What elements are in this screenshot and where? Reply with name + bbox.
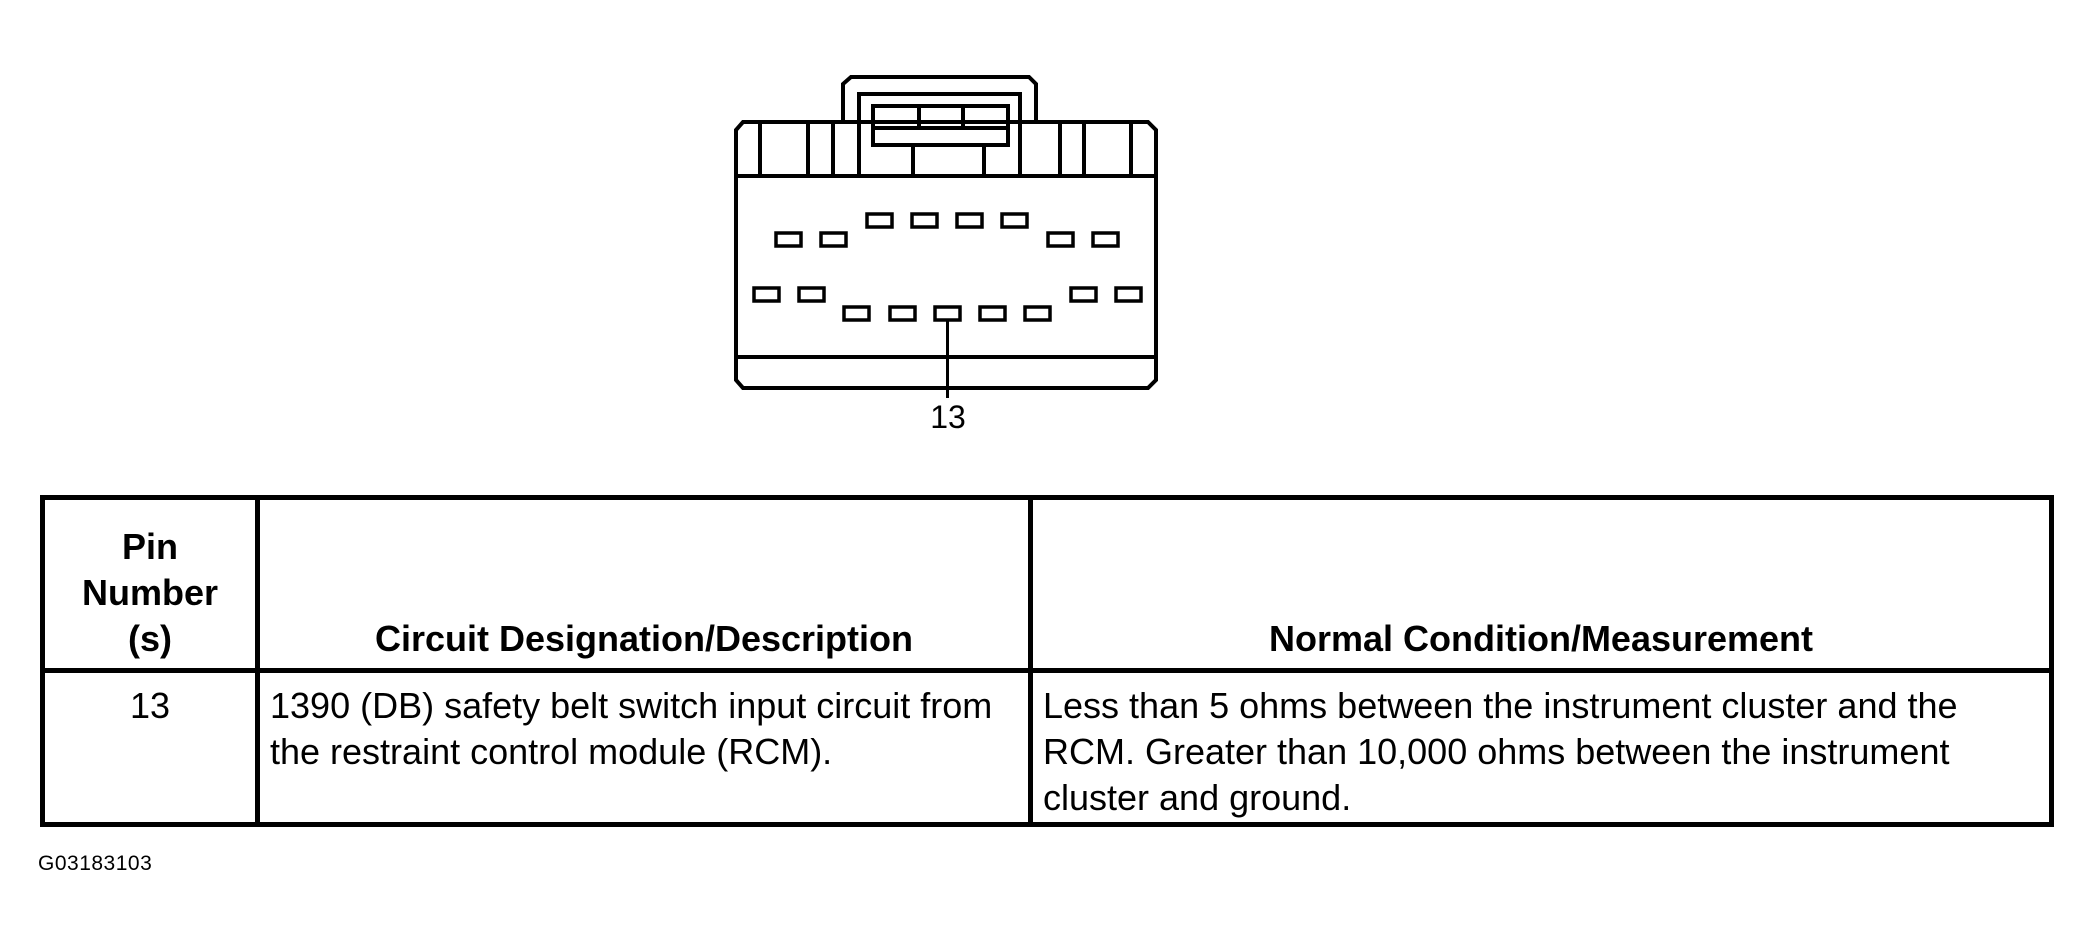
pin-cavity [842, 305, 871, 322]
cell-pin: 13 [40, 668, 260, 827]
pin-cavity [752, 286, 781, 303]
header-pin-line1: Pin [121, 526, 178, 567]
pin-cavity [1000, 212, 1029, 229]
pin-table: Pin Number (s) Circuit Designation/Descr… [40, 495, 2054, 827]
cell-condition: Less than 5 ohms between the instrument … [1028, 668, 2054, 827]
header-condition: Normal Condition/Measurement [1028, 495, 2054, 673]
connector-latch-window [871, 104, 1010, 147]
pin-cavity [1046, 231, 1075, 248]
pin-cavity [888, 305, 917, 322]
callout-pin-number: 13 [930, 399, 966, 435]
connector-housing [734, 120, 1158, 390]
pin-cavity [1069, 286, 1098, 303]
cell-circuit: 1390 (DB) safety belt switch input circu… [255, 668, 1033, 827]
table-row: 13 1390 (DB) safety belt switch input ci… [40, 668, 2054, 827]
connector-latch [841, 75, 1038, 122]
pin-cavity-13 [933, 305, 962, 322]
pin-cavity [955, 212, 984, 229]
table-header-row: Pin Number (s) Circuit Designation/Descr… [40, 495, 2054, 673]
pin-cavity [819, 231, 848, 248]
pin-cavity [1091, 231, 1120, 248]
pin-cavity [774, 231, 803, 248]
pin-cavity [797, 286, 826, 303]
connector-face-diagram: 13 [734, 75, 1158, 435]
pin-cavity [978, 305, 1007, 322]
connector-latch-inner [857, 92, 1022, 176]
header-pin-number: Pin Number (s) [40, 495, 260, 673]
connector-latch-tab [911, 145, 986, 176]
pin-cavity [910, 212, 939, 229]
pin-cavity [1023, 305, 1052, 322]
pin-cavity [865, 212, 894, 229]
pin-cavity [1114, 286, 1143, 303]
header-pin-line3: (s) [128, 618, 172, 659]
header-pin-line2: Number [81, 572, 219, 613]
figure-code: G03183103 [38, 852, 153, 875]
header-circuit: Circuit Designation/Description [255, 495, 1033, 673]
